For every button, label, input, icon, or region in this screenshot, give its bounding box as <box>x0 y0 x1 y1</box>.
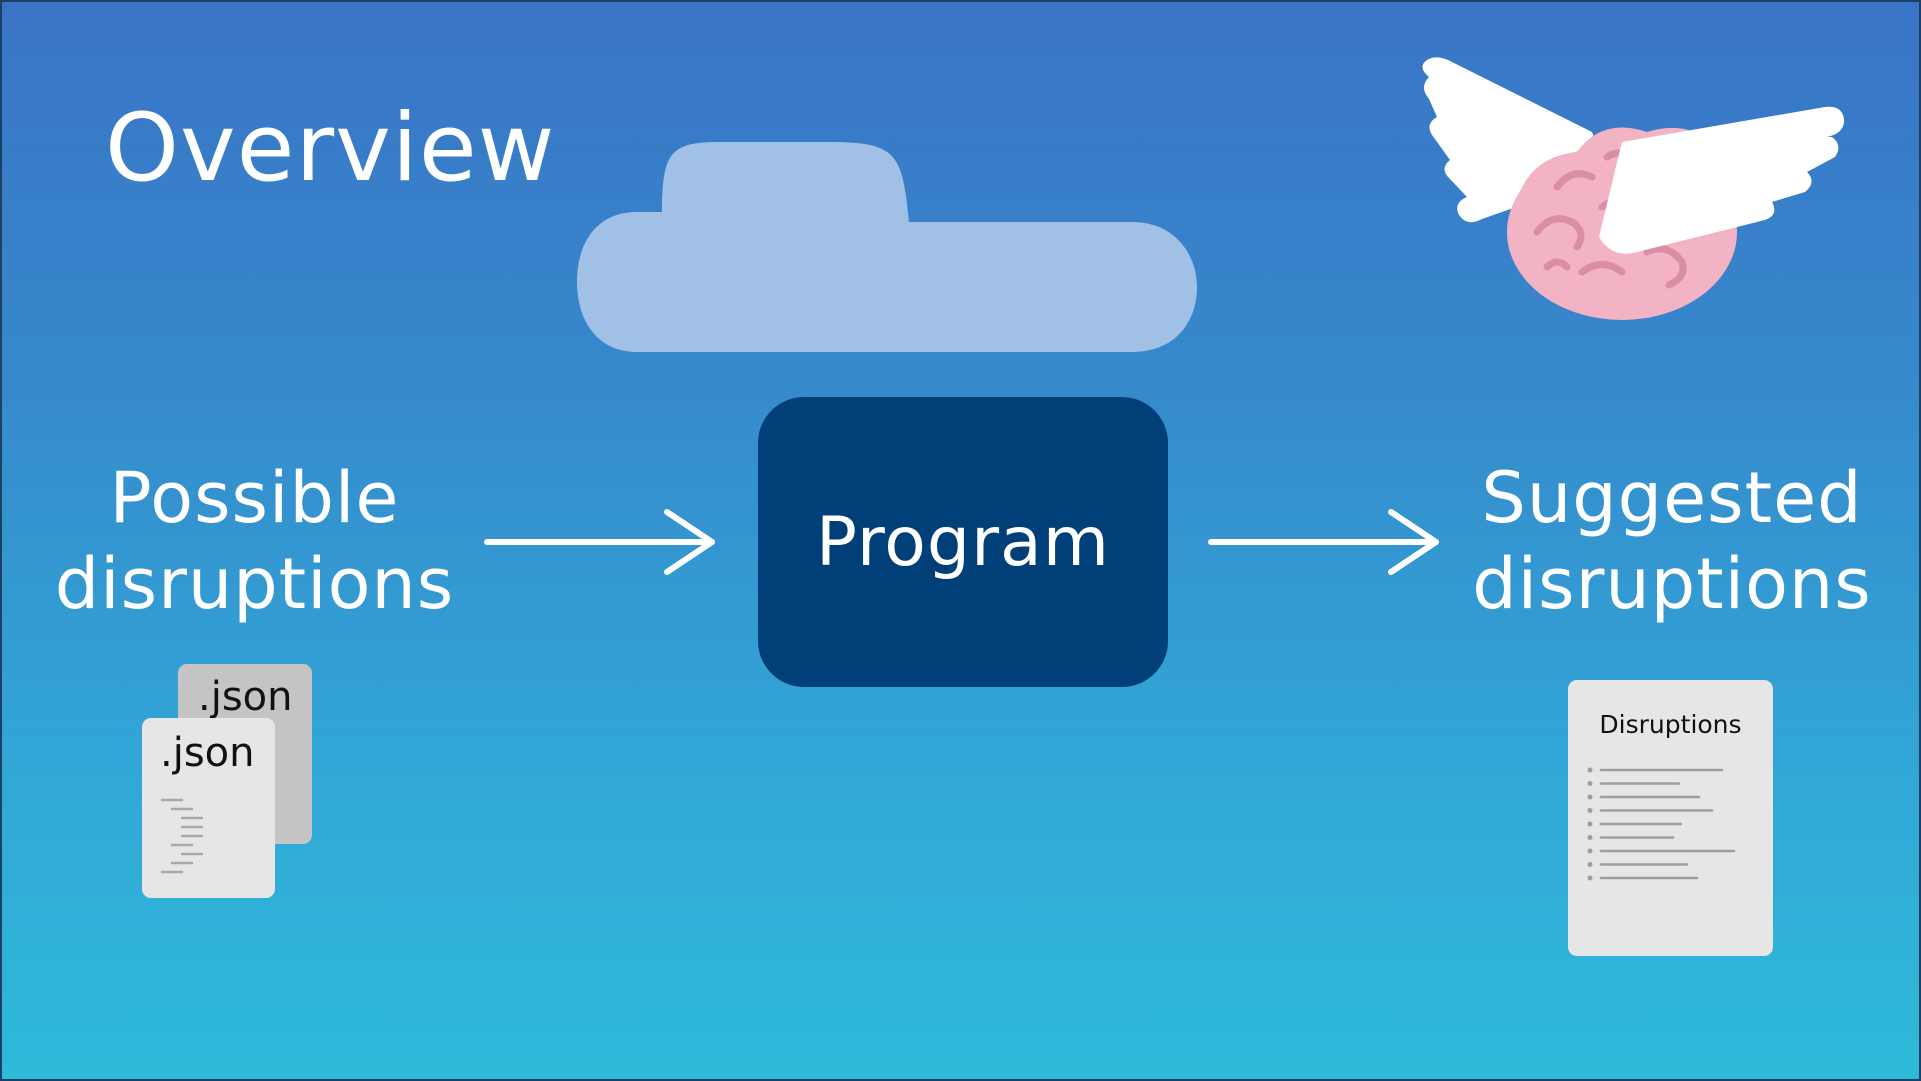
arrow-right-icon <box>484 509 715 575</box>
report-title: Disruptions <box>1599 710 1742 739</box>
output-label-line1: Suggested <box>1481 457 1863 539</box>
output-label: Suggested disruptions <box>1457 455 1887 627</box>
json-file-label: .json <box>198 674 293 720</box>
program-label: Program <box>816 502 1110 582</box>
document-list-icon: Disruptions <box>1568 680 1773 956</box>
right-wing <box>1599 106 1845 254</box>
json-content-lines <box>160 798 204 874</box>
input-label: Possible disruptions <box>42 455 467 627</box>
json-file-icon: .json <box>142 718 275 898</box>
json-file-label: .json <box>160 730 255 776</box>
report-list <box>1587 767 1736 881</box>
arrow-right-icon <box>1208 509 1439 575</box>
slide-title: Overview <box>105 94 556 203</box>
winged-brain-icon <box>1422 57 1845 320</box>
input-label-line2: disruptions <box>54 543 455 625</box>
input-label-line1: Possible <box>109 457 400 539</box>
output-label-line2: disruptions <box>1472 543 1872 625</box>
program-box: Program <box>758 397 1168 687</box>
cloud-icon <box>577 142 1197 352</box>
